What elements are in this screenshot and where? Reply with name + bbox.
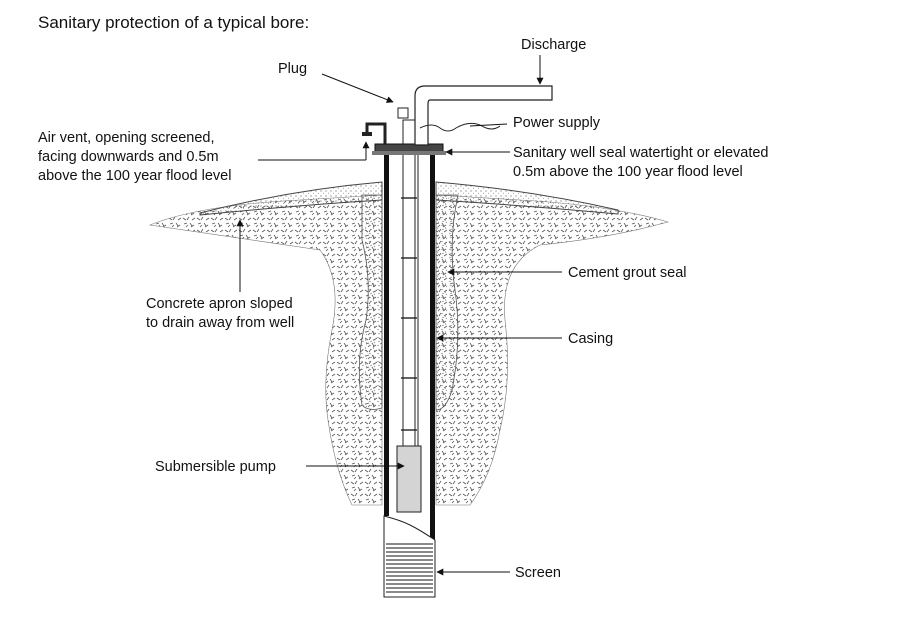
plug-leader	[321, 73, 394, 103]
submersible-pump-label: Submersible pump	[155, 459, 276, 475]
air-vent-label-line-2: facing downwards and 0.5m	[38, 149, 219, 165]
casing-left-wall	[384, 152, 389, 516]
power-supply-wire	[419, 122, 501, 132]
air-vent	[365, 122, 387, 144]
cement-grout-label: Cement grout seal	[568, 265, 686, 281]
casing-label: Casing	[568, 331, 613, 347]
well-seal-flange	[372, 151, 446, 155]
ground-soil-right	[435, 194, 670, 506]
cement-grout-seal-left	[358, 194, 383, 410]
diagram-title: Sanitary protection of a typical bore:	[38, 13, 309, 32]
air-vent-label: Air vent, opening screened, facing downw…	[38, 130, 231, 184]
cement-grout-seal-right	[435, 194, 459, 411]
screen-label: Screen	[515, 565, 561, 581]
concrete-apron-label: Concrete apron sloped to drain away from…	[146, 296, 297, 331]
discharge-pipe	[414, 85, 553, 146]
casing-right-wall	[430, 152, 435, 540]
power-supply-label: Power supply	[513, 115, 601, 131]
discharge-label: Discharge	[521, 37, 586, 53]
well-seal-label-line-2: 0.5m above the 100 year flood level	[513, 164, 743, 180]
well-seal-label-line-1: Sanitary well seal watertight or elevate…	[513, 145, 769, 161]
plug-label: Plug	[278, 61, 307, 77]
air-vent-label-line-1: Air vent, opening screened,	[38, 130, 215, 146]
concrete-apron-label-line-2: to drain away from well	[146, 315, 294, 331]
air-vent-screen	[362, 132, 372, 136]
well-seal-label: Sanitary well seal watertight or elevate…	[513, 145, 773, 180]
air-vent-label-line-3: above the 100 year flood level	[38, 168, 231, 184]
submersible-pump	[396, 445, 422, 513]
concrete-apron-label-line-1: Concrete apron sloped	[146, 296, 293, 312]
power-supply-leader	[469, 123, 508, 127]
well-screen	[383, 515, 436, 598]
plug	[397, 107, 409, 119]
concrete-apron-right	[435, 181, 619, 215]
riser-pipe	[402, 119, 416, 451]
